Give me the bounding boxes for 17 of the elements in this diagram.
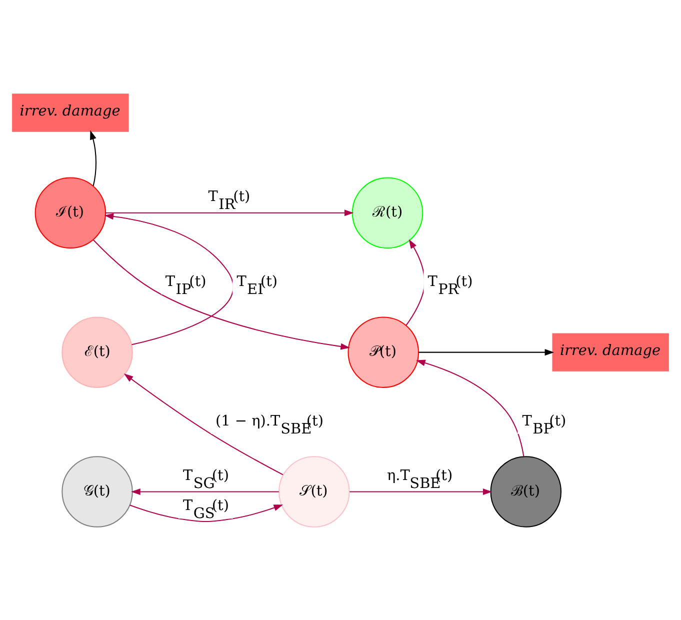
node-circle: 𝒮(t)	[278, 456, 350, 527]
node-circle: ℐ(t)	[34, 176, 106, 248]
arrow	[350, 488, 492, 495]
node-circle: 𝒫(t)	[348, 316, 419, 388]
arrow	[106, 209, 354, 216]
arrow	[131, 488, 279, 495]
node-circle: 𝒢(t)	[62, 456, 133, 527]
node-box: irrev. damage	[552, 332, 669, 371]
arrow	[93, 239, 350, 350]
node-circle: ℬ(t)	[490, 456, 562, 527]
node-box: irrev. damage	[12, 93, 129, 132]
arrow	[90, 130, 96, 186]
arrow	[104, 212, 234, 345]
arrow	[130, 504, 284, 522]
arrow	[418, 348, 554, 356]
arrow	[124, 373, 284, 475]
arrow	[416, 359, 524, 456]
